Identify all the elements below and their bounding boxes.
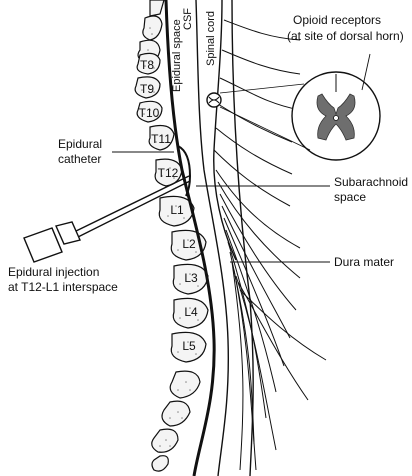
label-dura-mater: Dura mater [334, 255, 394, 269]
coccyx [151, 455, 169, 472]
label-subarachnoid-2: space [334, 190, 366, 204]
vertebra-T8 [136, 52, 161, 75]
label-L2: L2 [182, 237, 196, 251]
dura-mater-line [164, 0, 216, 476]
cord-section-marker [206, 83, 311, 151]
vertebra-top-1 [149, 0, 165, 17]
vertebra-top-2 [142, 15, 163, 41]
central-canal [333, 115, 339, 121]
cord-cross-section [291, 71, 381, 161]
label-L1: L1 [170, 203, 184, 217]
arachnoid-line [195, 0, 229, 476]
sacrum-middle [161, 400, 191, 427]
vertebra-T10 [136, 100, 163, 123]
label-csf: CSF [182, 8, 194, 30]
leader-lines [112, 53, 371, 263]
label-L5: L5 [182, 339, 196, 353]
label-opioid-receptors: Opioid receptors [293, 13, 381, 27]
vertebra-L4 [172, 297, 209, 329]
label-L4: L4 [184, 305, 198, 319]
spinal-cord-edge [213, 0, 237, 261]
epidural-needle-hub [23, 221, 81, 263]
label-epidural-catheter-1: Epidural [58, 137, 102, 151]
label-L3: L3 [184, 271, 198, 285]
vertebra-L3 [172, 263, 209, 295]
label-subarachnoid-1: Subarachnoid [334, 175, 408, 189]
label-T10: T10 [139, 106, 160, 120]
label-T11: T11 [151, 132, 171, 146]
label-epidural-injection-1: Epidural injection [8, 265, 99, 279]
label-T8: T8 [140, 58, 154, 72]
label-epidural-catheter-2: catheter [58, 152, 101, 166]
nerve-roots [213, 19, 327, 471]
epidural-catheter [73, 145, 192, 239]
label-T12: T12 [158, 166, 179, 180]
vertebra-labels: T8 T9 T10 T11 T12 L1 L2 L3 L4 L5 [139, 58, 198, 353]
vertebra-L5 [170, 331, 207, 363]
label-epidural-space: Epidural space [171, 19, 183, 92]
label-T9: T9 [140, 82, 154, 96]
vertebra-T11 [148, 124, 175, 151]
sacrum-upper [169, 370, 201, 399]
label-epidural-injection-2: at T12-L1 interspace [8, 280, 118, 294]
vertebra-L1 [158, 195, 195, 227]
sacrum-lower [151, 428, 179, 453]
label-spinal-cord: Spinal cord [205, 11, 217, 66]
label-opioid-receptors-sub: (at site of dorsal horn) [287, 29, 404, 43]
